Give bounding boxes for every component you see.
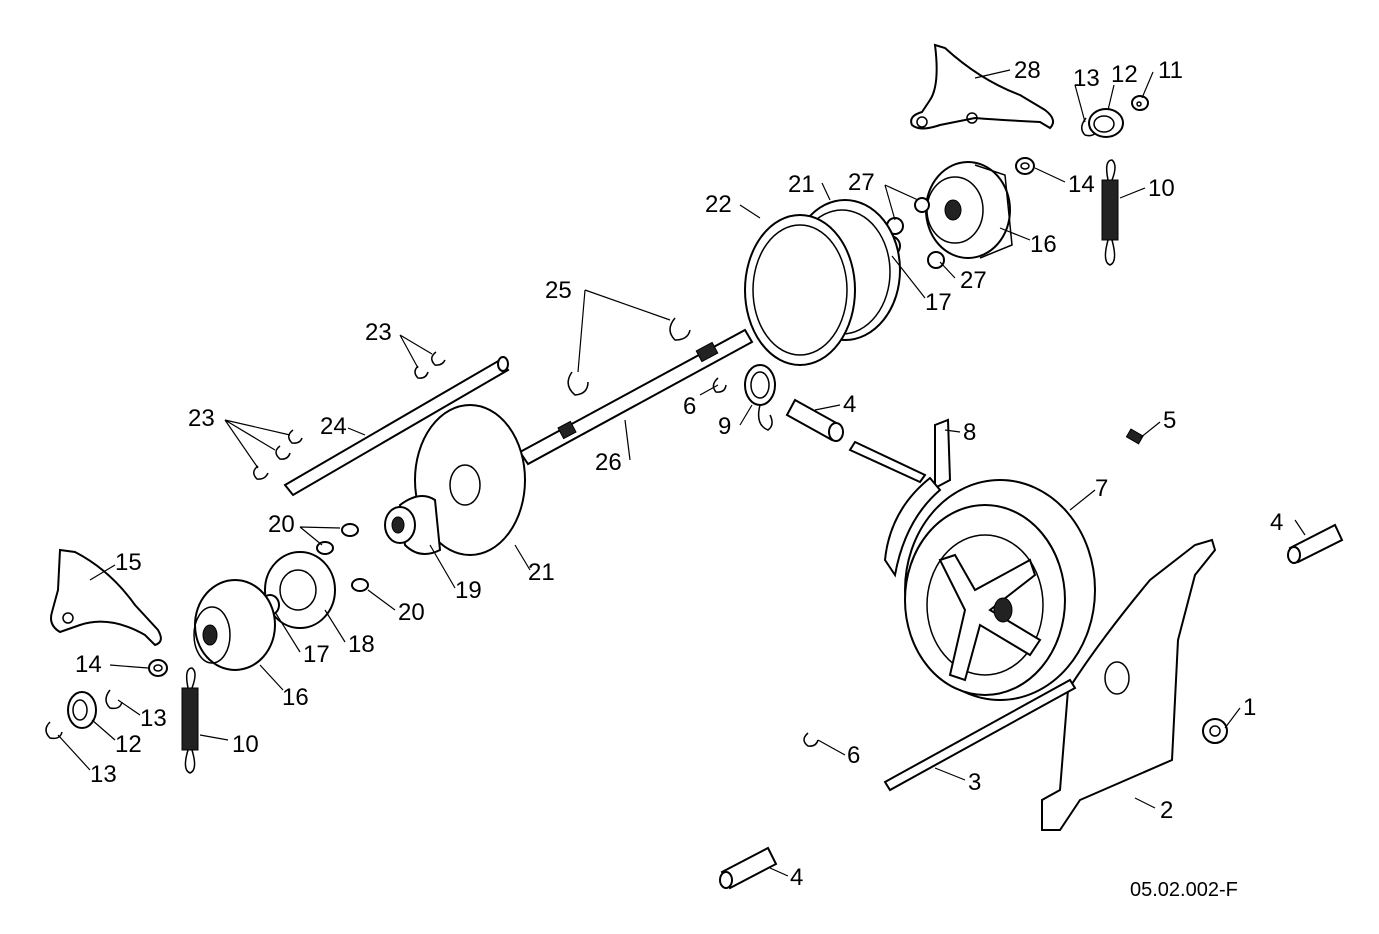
label-21: 21 [788,171,815,198]
part-14-washer-top [1015,157,1035,175]
part-6-clip-top [712,377,727,393]
label-26: 26 [595,449,622,476]
label-9: 9 [718,413,731,440]
label-17: 17 [303,641,330,668]
label-25: 25 [545,277,572,304]
part-24-axle-rod [283,356,510,497]
label-6: 6 [683,393,696,420]
label-23: 23 [365,319,392,346]
label-22: 22 [705,191,732,218]
part-27-spacer-3 [927,251,945,269]
part-5-small-spring [1125,428,1144,445]
label-15: 15 [115,549,142,576]
part-25-eclip-1 [669,317,691,341]
part-4-spacer-right [1287,523,1344,564]
part-22-friction-ring [744,214,856,366]
part-3-rod [883,678,1077,792]
leader-lines [57,69,1306,877]
part-19-hub [384,495,442,555]
part-23-clip-1 [431,351,446,366]
label-20: 20 [268,511,295,538]
label-13: 13 [1073,65,1100,92]
label-24: 24 [320,413,347,440]
part-23-clip-4 [275,445,291,460]
part-16-gear-lower [193,579,276,671]
label-27: 27 [960,267,987,294]
part-16-gear-top [925,161,1013,259]
part-23-clip-2 [414,365,429,379]
label-27: 27 [848,169,875,196]
part-1-flange-nut [1202,718,1228,744]
label-6: 6 [847,742,860,769]
label-8: 8 [963,419,976,446]
label-28: 28 [1014,57,1041,84]
part-21-drive-plate-lower [414,404,526,556]
label-7: 7 [1095,475,1108,502]
label-4: 4 [843,391,856,418]
part-28-lever-bracket [910,43,1055,130]
part-4-spacer-bottom [719,846,778,890]
part-13-circlip-lower-1 [105,689,123,710]
part-20-pin-1 [341,523,359,537]
part-7-drive-wheel [904,479,1096,701]
label-10: 10 [232,731,259,758]
label-2: 2 [1160,797,1173,824]
label-13: 13 [140,705,167,732]
label-3: 3 [968,769,981,796]
part-9-torsion-spring [744,364,776,431]
label-5: 5 [1163,407,1176,434]
label-4: 4 [1270,509,1283,536]
part-6-clip-lower [803,732,819,747]
label-1: 1 [1243,694,1256,721]
part-4-spacer-mid [785,398,844,442]
part-12-bearing-top [1088,108,1124,138]
label-20: 20 [398,599,425,626]
part-25-eclip-2 [567,371,589,396]
label-12: 12 [115,731,142,758]
part-26-hex-shaft [518,328,754,466]
part-23-clip-5 [253,465,269,480]
part-20-pin-2 [316,541,334,555]
part-15-lever-bracket [50,548,162,647]
part-20-pin-3 [351,578,369,592]
label-12: 12 [1111,61,1138,88]
label-11: 11 [1158,57,1183,84]
part-10-spring-lower [181,667,199,774]
label-17: 17 [925,289,952,316]
part-23-clip-3 [288,429,303,444]
label-23: 23 [188,405,215,432]
label-18: 18 [348,631,375,658]
part-8-shift-lever [848,418,952,578]
label-16: 16 [282,684,309,711]
part-13-circlip-lower-2 [45,721,63,740]
label-19: 19 [455,577,482,604]
label-16: 16 [1030,231,1057,258]
label-13: 13 [90,761,117,788]
part-11-nut-top [1131,95,1149,111]
part-10-spring-top [1101,159,1119,266]
part-18-bearing-housing [264,551,336,629]
part-14-washer-lower [148,659,168,677]
part-2-side-plate [1041,538,1217,831]
part-27-spacer-1 [914,197,930,213]
part-12-bearing-lower [67,691,97,729]
label-14: 14 [1068,171,1095,198]
label-4: 4 [790,864,803,891]
label-10: 10 [1148,175,1175,202]
diagram-reference-code: 05.02.002-F [1130,879,1238,901]
label-14: 14 [75,651,102,678]
label-21: 21 [528,559,555,586]
